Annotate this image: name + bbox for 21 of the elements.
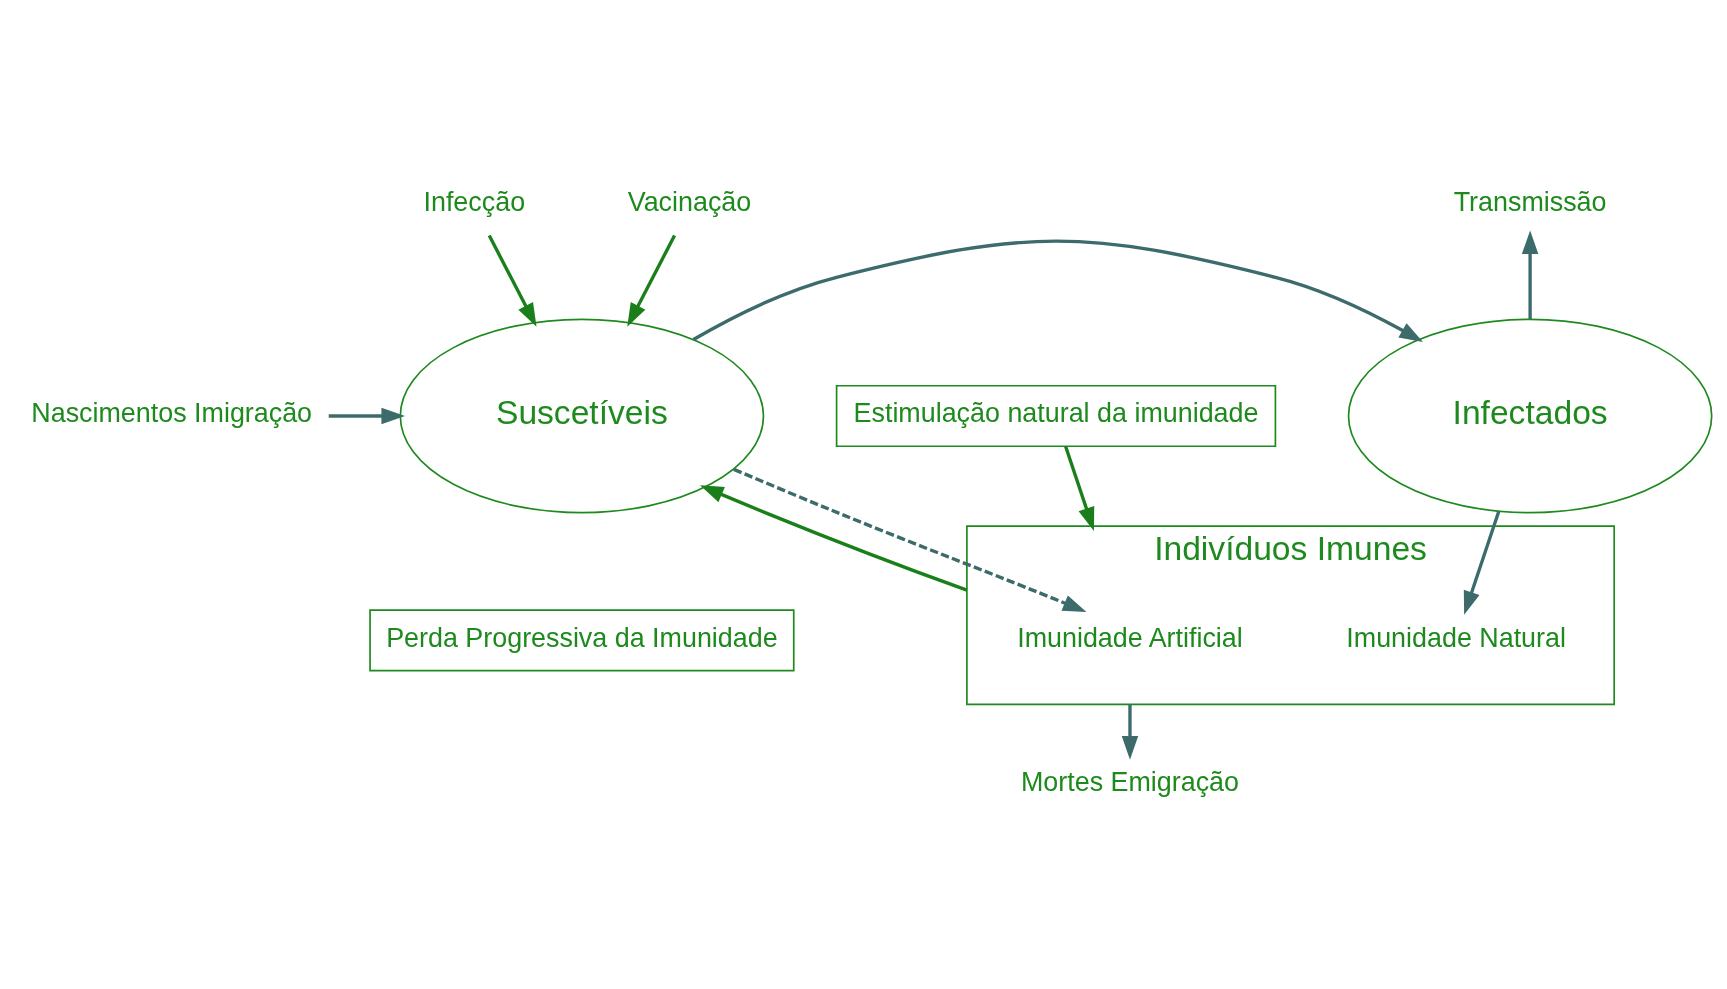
node-box: Estimulação natural da imunidade xyxy=(835,384,1277,447)
arrow xyxy=(1121,703,1139,760)
node-text: Imunidade Artificial xyxy=(1017,622,1243,653)
arrow xyxy=(700,484,968,592)
node-text: Infecção xyxy=(423,186,526,217)
node-text: Nascimentos Imigração xyxy=(31,397,313,428)
node-text: Vacinação xyxy=(627,186,752,217)
arrow xyxy=(627,234,676,327)
node-ellipse: Infectados xyxy=(1347,317,1713,513)
node-text: Transmissão xyxy=(1453,186,1607,217)
node-ellipse: Suscetíveis xyxy=(399,317,765,513)
arrow xyxy=(328,407,405,424)
node-text: Imunidade Natural xyxy=(1346,622,1566,653)
arrow xyxy=(1521,229,1539,319)
arrow xyxy=(1463,510,1501,615)
arrow xyxy=(733,467,1087,612)
arrow xyxy=(487,234,537,327)
node-text: Mortes Emigração xyxy=(1020,766,1240,797)
node-box: Perda Progressiva da Imunidade xyxy=(369,608,795,672)
arrow xyxy=(1064,445,1095,531)
arrow xyxy=(692,239,1423,342)
